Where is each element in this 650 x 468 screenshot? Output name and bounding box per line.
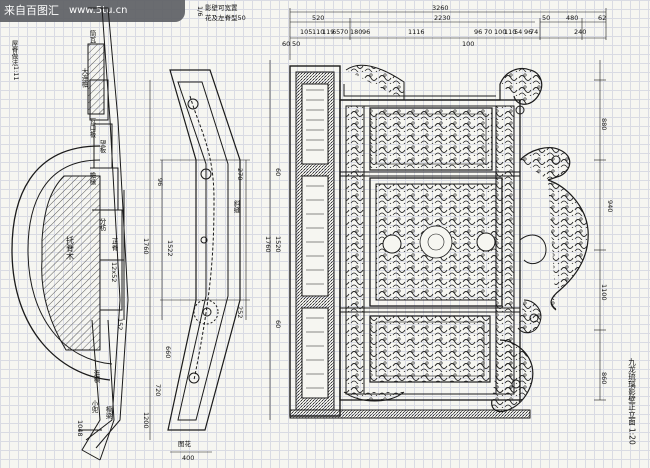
label-wakouban: 瓦口板 [88,118,96,139]
left-dim-1048: 1048 [76,420,84,437]
dim-small-14: 110 [504,28,516,36]
elevation-dimensions-text: 3260 520 2230 50 480 62 1116 240 60 50 1… [264,4,637,445]
dim-small-9: 96 [362,28,370,36]
dim-62: 62 [598,14,606,22]
label-lianheng: 连横 [92,369,100,385]
mid-dim-720: 720 [154,384,162,396]
dim-small-7: 70 [340,28,348,36]
dim-small-11: 96 [474,28,482,36]
dim-small-row: 60 50 105 110 119 65 70 180 96 100 96 70… [282,28,538,48]
label-wangban: 望板 [98,139,106,155]
dim-left-60b: 60 [274,320,282,328]
left-view-title: 屋脊做法 [10,40,18,68]
dim-520: 520 [312,14,324,22]
label-cuiliang: 榱梁 [104,405,112,421]
dim-small-2: 50 [292,40,300,48]
dim-small-3: 105 [300,28,312,36]
middle-view-labels: 1/6 影壁可宽置 花及左脊型50 1760 1522 96 660 720 2… [142,3,246,462]
mid-dim-1200: 1200 [142,412,150,429]
left-dim-12x52: 12x52 [110,262,118,282]
dim-small-12: 70 [484,28,492,36]
mid-dim-400: 400 [182,454,194,462]
label-yanchuan: 檐椽 [88,171,96,186]
dim-left-1760: 1760 [264,236,272,253]
watermark-logo: 来自百图汇 [4,4,59,17]
dim-right-880: 880 [600,118,608,130]
mid-dim-1760: 1760 [142,238,150,255]
label-tuojimu: 托脊木 [66,235,75,261]
dim-right-940: 940 [606,200,614,212]
label-tongwa: 筒瓦 [88,29,96,45]
mid-dim-660: 660 [164,346,172,358]
dim-left-60a: 60 [274,168,282,176]
dim-2230: 2230 [434,14,451,22]
mid-note-2: 花及左脊型50 [205,13,246,22]
mid-dim-1522: 1522 [166,240,174,257]
label-dalianyan: 大连檐 [80,67,88,89]
mid-note-1: 影壁可宽置 [205,3,238,12]
dim-small-1: 60 [282,40,290,48]
elevation-dimension-lines [269,8,607,420]
dim-480: 480 [566,14,578,22]
dim-small-5: 119 [322,28,334,36]
dim-total-width: 3260 [432,4,449,12]
dim-small-6: 65 [332,28,340,36]
watermark-banner: 来自百图汇 www.5tu.cn [0,0,185,22]
left-dim-152: 152 [116,318,124,330]
dim-small-15: 54 [514,28,522,36]
dim-small-16: 96 [524,28,532,36]
mid-dim-252: 252 [236,306,244,318]
middle-side-view [149,69,250,453]
dim-small-10: 100 [462,40,474,48]
dim-240: 240 [574,28,586,36]
mid-dim-96: 96 [156,178,164,186]
label-fenfang: 分枋 [98,217,106,233]
label-xiaodou: 小兜 [90,399,98,415]
watermark-site: www.5tu.cn [69,5,128,16]
left-section-view [11,7,129,461]
dim-right-860: 860 [600,372,608,384]
mid-dim-270: 270 [236,168,244,180]
dim-small-13: 100 [494,28,506,36]
mid-dim-top-1: 1/6 [196,6,204,16]
dim-right-1100: 1100 [600,284,608,301]
dim-small-8: 180 [350,28,362,36]
dim-1116: 1116 [408,28,425,36]
left-view-labels: 屋脊做法 1:11 筒瓦 大连檐 瓦口板 望板 檐椽 托脊木 分枋 正脊 连横 … [10,29,124,437]
mid-note-4: 图花 [178,439,192,448]
dim-50: 50 [542,14,550,22]
screen-wall-elevation [289,64,589,419]
dim-small-4: 110 [312,28,324,36]
left-view-scale: 1:11 [12,66,20,81]
dim-small-17: 74 [530,28,538,36]
elevation-caption: 九龙琉璃影壁正立面 1:20 [627,358,636,445]
mid-note-3: 斜缝 [232,199,240,215]
dim-left-1520: 1520 [274,236,282,253]
label-zhengji: 正脊 [110,238,118,253]
